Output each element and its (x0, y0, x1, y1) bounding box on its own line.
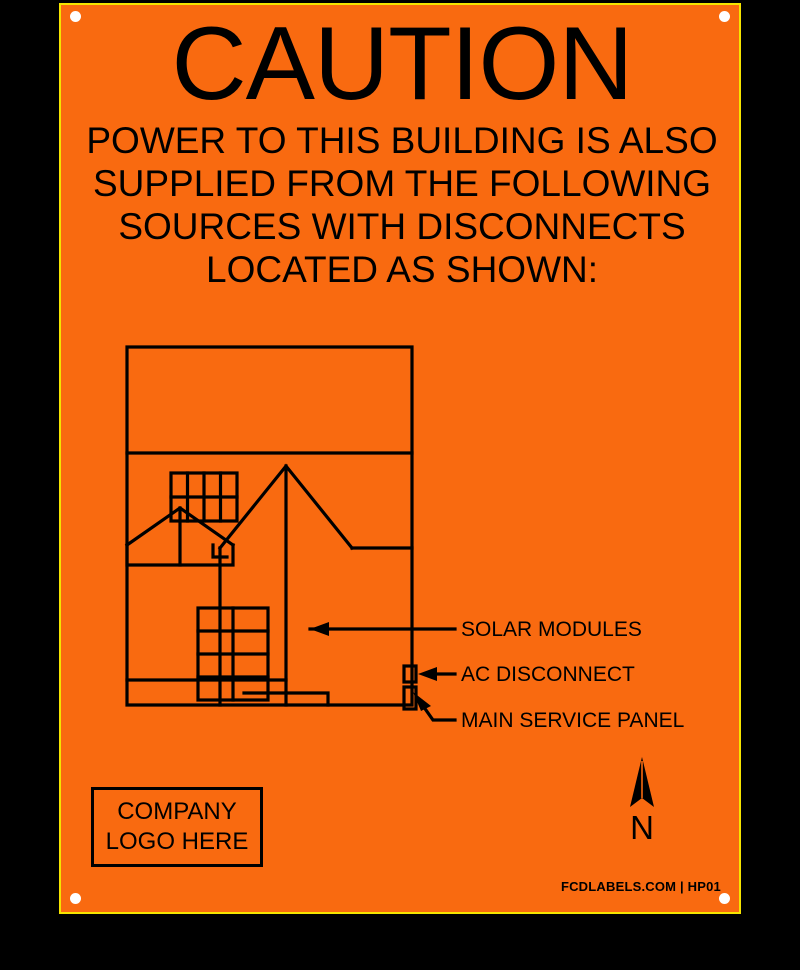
warning-line-2: SUPPLIED FROM THE FOLLOWING (92, 163, 712, 204)
brand-footer: FCDLABELS.COM | HP01 (560, 879, 721, 894)
logo-line-1: COMPANY (117, 798, 237, 825)
roof-solar-array (169, 471, 239, 523)
headline-block: CAUTION POWER TO THIS BUILDING IS ALSO S… (61, 5, 743, 291)
logo-line-2: LOGO HERE (105, 828, 249, 855)
compass-north-letter: N (630, 809, 654, 846)
building-outline (125, 345, 414, 707)
ac-disconnect-box (402, 664, 418, 684)
mounting-hole-bottom-right (719, 893, 730, 904)
solar-modules-arrowhead (310, 622, 329, 636)
main-service-panel-arrowhead (413, 692, 431, 711)
label-ac-disconnect: AC DISCONNECT (461, 663, 635, 686)
caution-heading: CAUTION (171, 6, 634, 122)
mounting-hole-top-right (719, 11, 730, 22)
wall-solar-array (196, 606, 270, 702)
company-logo-placeholder: COMPANY LOGO HERE (91, 787, 263, 867)
label-main-service-panel: MAIN SERVICE PANEL (461, 709, 684, 732)
house-diagram: SOLAR MODULES AC DISCONNECT MAIN SERVICE… (61, 323, 743, 753)
mounting-hole-bottom-left (70, 893, 81, 904)
garage-wing (124, 506, 236, 567)
roof-valley-connector (211, 543, 229, 559)
mounting-hole-top-left (70, 11, 81, 22)
ac-disconnect-arrowhead (418, 667, 437, 681)
label-solar-modules: SOLAR MODULES (461, 618, 642, 641)
warning-line-3: SOURCES WITH DISCONNECTS (118, 206, 686, 247)
warning-line-1: POWER TO THIS BUILDING IS ALSO (86, 120, 718, 161)
warning-body-text: POWER TO THIS BUILDING IS ALSO SUPPLIED … (61, 119, 743, 291)
porch-step (125, 678, 330, 707)
compass-needle-icon (630, 757, 654, 807)
main-gable-roof (217, 463, 414, 707)
north-arrow: N (610, 757, 674, 844)
caution-placard: CAUTION POWER TO THIS BUILDING IS ALSO S… (59, 3, 741, 914)
warning-line-4: LOCATED AS SHOWN: (206, 249, 598, 290)
